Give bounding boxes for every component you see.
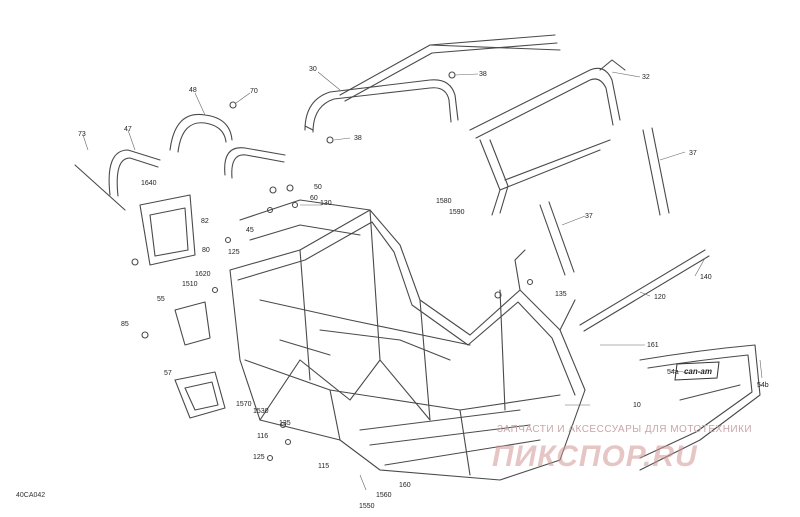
callout-1530: 1530 [253, 408, 269, 415]
leader-lines [82, 71, 763, 491]
diagram-code: 40CA042 [16, 492, 46, 499]
floor-pan-160 [359, 409, 541, 466]
callout-120: 120 [654, 294, 666, 301]
watermark-logo: ПИКСПОР.RU [492, 440, 698, 473]
callout-54a: 54a [667, 369, 679, 376]
callout-1550: 1550 [359, 503, 375, 510]
callout-125b: 125 [253, 454, 265, 461]
strut-mid-37 [539, 201, 575, 276]
callout-135b: 135 [279, 420, 291, 427]
callout-37a: 37 [689, 150, 697, 157]
callout-60: 60 [310, 195, 318, 202]
callout-54b: 54b [757, 382, 769, 389]
callout-38: 38 [479, 71, 487, 78]
callout-50: 50 [314, 184, 322, 191]
main-cage-frame [229, 199, 586, 481]
callout-1640: 1640 [141, 180, 157, 187]
grab-handle-48 [169, 113, 286, 179]
decal-brand: can-am [684, 367, 712, 376]
watermark-text: ЗАПЧАСТИ И АКСЕССУАРЫ ДЛЯ МОТОТЕХНИКИ [497, 424, 753, 435]
callout-1590: 1590 [449, 209, 465, 216]
bracket-57 [174, 371, 226, 419]
callout-1620: 1620 [195, 271, 211, 278]
decal-logo: can-am [674, 361, 720, 381]
grab-handle-47 [74, 149, 161, 211]
bracket-1640 [139, 194, 196, 266]
callout-32: 32 [642, 74, 650, 81]
callout-57: 57 [164, 370, 172, 377]
callout-161: 161 [647, 342, 659, 349]
roof-frame-front [469, 59, 626, 216]
callout-1570: 1570 [236, 401, 252, 408]
callout-130: 130 [320, 200, 332, 207]
callout-1510: 1510 [182, 281, 198, 288]
callout-80: 80 [202, 247, 210, 254]
callout-1580: 1580 [436, 198, 452, 205]
callout-85: 85 [121, 321, 129, 328]
callout-38b: 38 [354, 135, 362, 142]
callout-10: 10 [633, 402, 641, 409]
front-bumper [639, 344, 761, 471]
hardware-fasteners [131, 71, 534, 462]
callout-125a: 125 [228, 249, 240, 256]
callout-160: 160 [399, 482, 411, 489]
callout-70: 70 [250, 88, 258, 95]
roof-arch-rear [304, 34, 561, 133]
callout-47: 47 [124, 126, 132, 133]
callout-30: 30 [309, 66, 317, 73]
callout-55: 55 [157, 296, 165, 303]
callout-115: 115 [318, 463, 330, 470]
callout-1560: 1560 [376, 492, 392, 499]
callout-135a: 135 [555, 291, 567, 298]
strut-rear-37 [642, 127, 670, 216]
bracket-55 [174, 301, 211, 346]
callout-37b: 37 [585, 213, 593, 220]
callout-48: 48 [189, 87, 197, 94]
callout-45: 45 [246, 227, 254, 234]
side-bar-120 [579, 249, 710, 332]
callout-140: 140 [700, 274, 712, 281]
callout-82: 82 [201, 218, 209, 225]
callout-73: 73 [78, 131, 86, 138]
callout-116: 116 [257, 433, 269, 440]
